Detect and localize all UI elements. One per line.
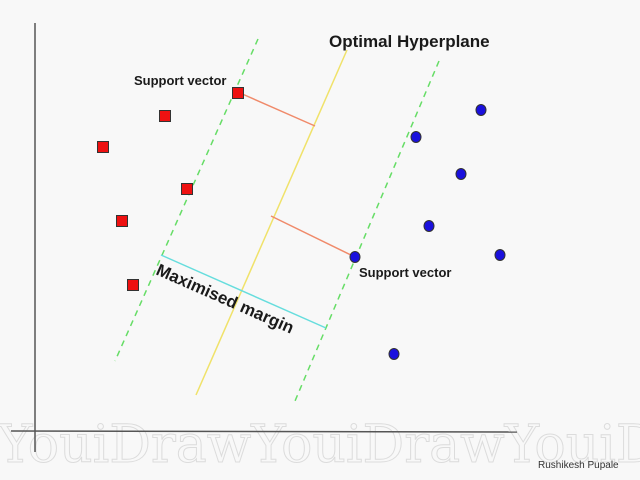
class-a-point — [159, 110, 171, 122]
x-axis — [10, 430, 518, 433]
maximised-margin-line — [160, 254, 327, 329]
data-points — [97, 87, 506, 360]
distance-line-top — [239, 92, 316, 127]
support-vector-label-top: Support vector — [134, 73, 226, 88]
class-b-point — [475, 104, 487, 116]
class-a-point — [232, 87, 244, 99]
diagram-title: Optimal Hyperplane — [329, 32, 490, 51]
maximised-margin-label: Maximised margin — [153, 260, 296, 337]
class-a-point — [181, 183, 193, 195]
class-a-point — [97, 141, 109, 153]
class-b-point — [494, 249, 506, 261]
class-b-point — [349, 251, 361, 263]
class-a-point — [127, 279, 139, 291]
support-vector-label-bottom: Support vector — [359, 265, 451, 280]
distance-line-bottom — [270, 215, 356, 258]
class-b-point — [423, 220, 435, 232]
margin-boundary-right — [294, 60, 440, 402]
watermark-text: YouiDrawYouiDrawYouiDraw — [0, 415, 640, 475]
class-b-point — [455, 168, 467, 180]
class-b-point — [410, 131, 422, 143]
optimal-hyperplane-line — [195, 49, 348, 396]
class-a-point — [116, 215, 128, 227]
class-b-point — [388, 348, 400, 360]
author-credit: Rushikesh Pupale — [538, 460, 619, 471]
